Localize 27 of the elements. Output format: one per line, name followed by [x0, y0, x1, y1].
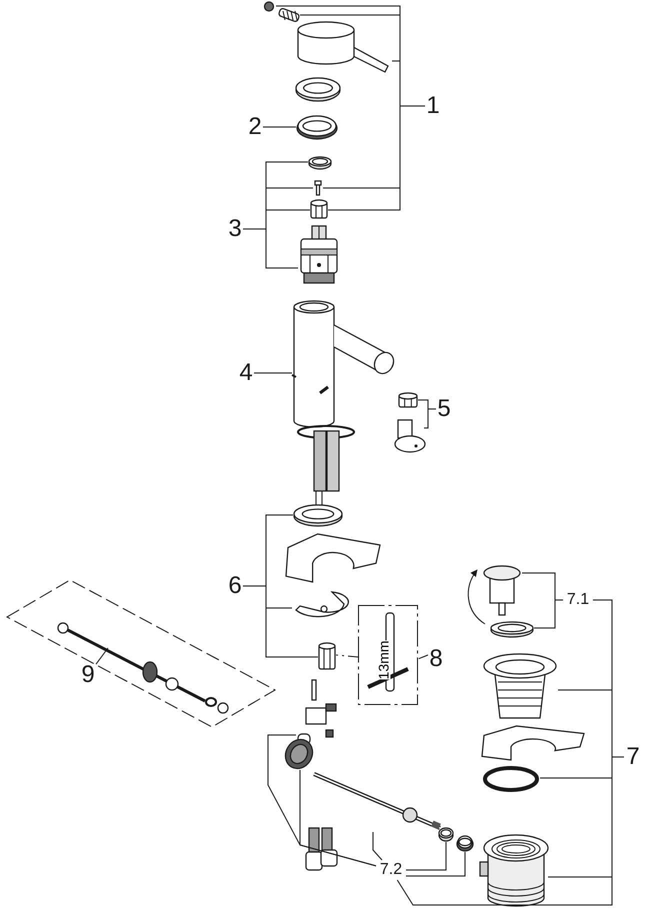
leader-line: [328, 106, 426, 210]
leader-line: [242, 228, 298, 268]
callout-number: 1: [426, 94, 440, 118]
callout-number: 8: [429, 647, 443, 671]
callout-number: 3: [228, 217, 242, 241]
leader-line: [242, 586, 318, 658]
leader-line: [396, 756, 624, 906]
leader-line: [406, 842, 446, 870]
leader-line: [418, 654, 428, 660]
leader-line: [96, 648, 108, 665]
leader-line: [372, 832, 382, 860]
leader-line: [300, 770, 376, 866]
leader-line: [254, 372, 292, 374]
callout-number: 7.2: [380, 862, 402, 878]
dimension-label: 13mm: [376, 640, 390, 680]
leader-line: [406, 852, 466, 876]
callout-number: 6: [228, 574, 242, 598]
callout-number: 9: [81, 663, 95, 687]
callout-number: 2: [248, 115, 262, 139]
callout-number: 5: [437, 397, 451, 421]
leader-line: [534, 600, 564, 628]
leader-line: [262, 126, 296, 128]
callout-number: 7: [626, 745, 640, 769]
callout-number: 4: [239, 361, 253, 385]
leader-line: [336, 654, 358, 658]
callout-number: 7.1: [566, 592, 590, 608]
leader-line: [424, 408, 436, 428]
